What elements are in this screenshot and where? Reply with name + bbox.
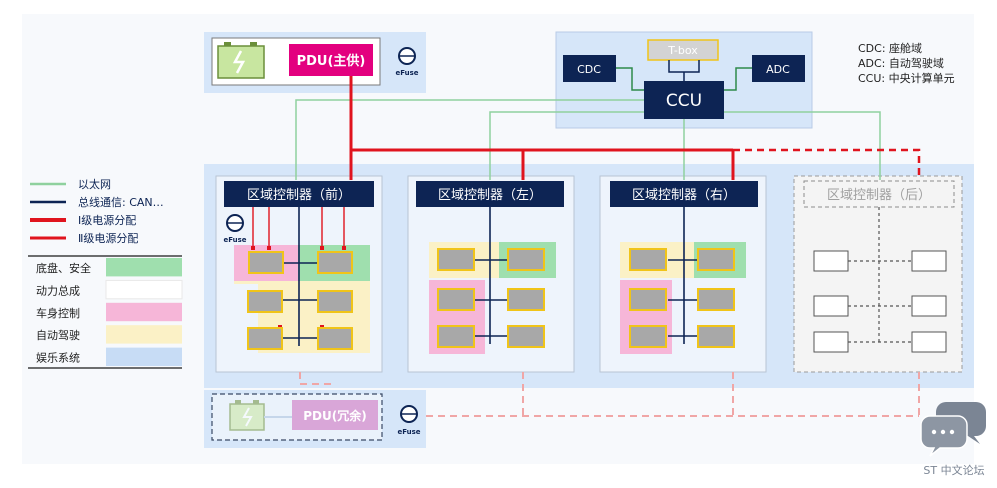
efuse-backup-icon: [400, 405, 418, 423]
watermark-text: ST 中文论坛: [923, 463, 984, 477]
legend-line-label: Ⅰ级电源分配: [78, 213, 136, 227]
legend-line-label: Ⅱ级电源分配: [78, 231, 138, 245]
ecu-module: [317, 290, 353, 313]
definition-cdc: CDC: 座舱域: [858, 41, 922, 55]
ecu-module: [629, 288, 667, 311]
cdc-label: CDC: [577, 63, 601, 76]
tbox-box: [647, 39, 719, 61]
legend-area-swatch: [106, 325, 182, 344]
ecu-module: [813, 331, 849, 353]
ecu-module: [629, 248, 667, 271]
power-feeder-node: [320, 246, 324, 250]
legend-area-swatch: [106, 258, 182, 277]
ecu-module: [317, 327, 353, 350]
zone-front-controller: [224, 181, 374, 207]
zone-rear-label: 区域控制器（后）: [827, 188, 931, 203]
ecu-module: [247, 327, 283, 350]
ecu-module: [697, 325, 735, 348]
ecu-module: [248, 251, 284, 274]
legend-area-swatch: [105, 279, 183, 300]
power-feeder-node: [267, 246, 271, 250]
definition-adc: ADC: 自动驾驶域: [858, 56, 944, 70]
battery-backup-icon: [229, 400, 265, 431]
zone-rear-controller: [803, 180, 955, 208]
legend-area-swatch: [106, 302, 182, 322]
tbox-label: T-box: [667, 44, 698, 57]
ecu-module: [911, 331, 947, 353]
legend-line-label: 总线通信: CAN…: [78, 195, 164, 209]
zone-left-label: 区域控制器（左）: [438, 188, 542, 203]
pdu-backup-label: PDU(冗余): [303, 408, 366, 423]
ecu-module: [813, 250, 849, 272]
legend-area-label: 自动驾驶: [36, 328, 80, 342]
ecu-module: [317, 251, 353, 274]
efuse-icon: [398, 47, 416, 65]
battery-icon: [217, 42, 265, 79]
zone-front-label: 区域控制器（前）: [247, 187, 351, 203]
ecu-module: [697, 288, 735, 311]
ecu-module: [437, 288, 475, 311]
zone-right-controller: [610, 181, 758, 207]
power-distribution-level-1: [349, 76, 921, 180]
zone-internal-networks: [247, 207, 947, 353]
efuse-label: eFuse: [395, 69, 418, 77]
pdu-main-box: [289, 44, 373, 76]
legend-area-swatch: [106, 347, 182, 366]
definition-ccu: CCU: 中央计算单元: [858, 71, 955, 85]
ccu-box: [644, 81, 724, 119]
ecu-module: [437, 248, 475, 271]
efuse-front-label: eFuse: [223, 236, 246, 244]
power-feeder-node: [251, 246, 255, 250]
ecu-module: [437, 325, 475, 348]
redundant-power-links: [299, 372, 920, 417]
adc-box: [752, 55, 805, 82]
ecu-module: [507, 288, 545, 311]
ecu-module: [697, 248, 735, 271]
cdc-box: [563, 55, 616, 82]
power-feeder-node: [342, 246, 346, 250]
legend-area-label: 底盘、安全: [36, 261, 91, 275]
ecu-module: [813, 295, 849, 317]
legend-area-label: 动力总成: [36, 283, 80, 297]
pdu-backup-box: [292, 400, 378, 430]
ecu-module: [911, 295, 947, 317]
legend-line-label: 以太网: [78, 178, 111, 191]
ccu-label: CCU: [666, 91, 702, 111]
efuse-front-icon: [226, 214, 244, 232]
adc-label: ADC: [766, 63, 790, 76]
zone-right-label: 区域控制器（右）: [632, 188, 736, 203]
legend-area-label: 娱乐系统: [36, 351, 80, 365]
ecu-module: [629, 325, 667, 348]
ecu-module: [507, 248, 545, 271]
zone-left-controller: [416, 181, 564, 207]
forum-logo-icon: [920, 402, 986, 457]
ccu-internal-links: [616, 60, 752, 91]
ecu-module: [911, 250, 947, 272]
ecu-module: [247, 290, 283, 313]
pdu-main-label: PDU(主供): [297, 53, 366, 69]
legend-area-label: 车身控制: [36, 306, 80, 320]
efuse-backup-label: eFuse: [397, 428, 420, 436]
ecu-module: [507, 325, 545, 348]
